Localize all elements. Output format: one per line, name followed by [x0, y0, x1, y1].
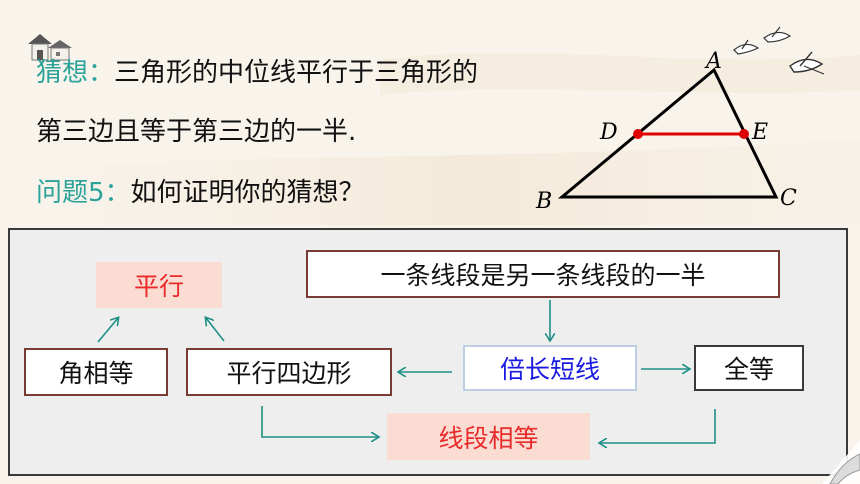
- house-icon: [28, 34, 72, 61]
- node-parallelogram: 平行四边形: [186, 348, 392, 396]
- node-congruent: 全等: [694, 345, 804, 391]
- label-a: A: [704, 49, 722, 74]
- arrow-parallelogram-to-parallel: [206, 318, 225, 342]
- node-parallel: 平行: [96, 262, 222, 308]
- conjecture-label: 猜想：: [36, 58, 115, 88]
- node-double-segment: 倍长短线: [463, 345, 637, 391]
- label-c: C: [780, 186, 797, 211]
- question-line: 问题5：如何证明你的猜想？: [36, 172, 365, 209]
- point-d: [633, 129, 643, 139]
- question-text: 如何证明你的猜想？: [130, 178, 365, 208]
- page-curl-icon: [822, 440, 860, 484]
- conjecture-line-2: 第三边且等于第三边的一半.: [36, 117, 357, 147]
- arrow-angles-to-parallel: [97, 318, 118, 343]
- label-e: E: [751, 120, 768, 145]
- node-equal-segments: 线段相等: [387, 413, 590, 460]
- node-half-statement: 一条线段是另一条线段的一半: [306, 250, 780, 298]
- arrow-parallelogram-to-segments: [261, 406, 378, 437]
- triangle-figure: A B C D E: [535, 49, 797, 214]
- conjecture-line-1: 猜想：三角形的中位线平行于三角形的: [36, 52, 478, 89]
- point-e: [739, 129, 749, 139]
- label-b: B: [535, 189, 552, 214]
- node-angles-equal: 角相等: [24, 348, 168, 396]
- question-label: 问题5：: [36, 178, 131, 208]
- cranes-icon: [733, 26, 825, 75]
- label-d: D: [599, 120, 618, 145]
- arrow-congruent-to-segments: [600, 409, 716, 443]
- conjecture-text-1: 三角形的中位线平行于三角形的: [114, 58, 479, 88]
